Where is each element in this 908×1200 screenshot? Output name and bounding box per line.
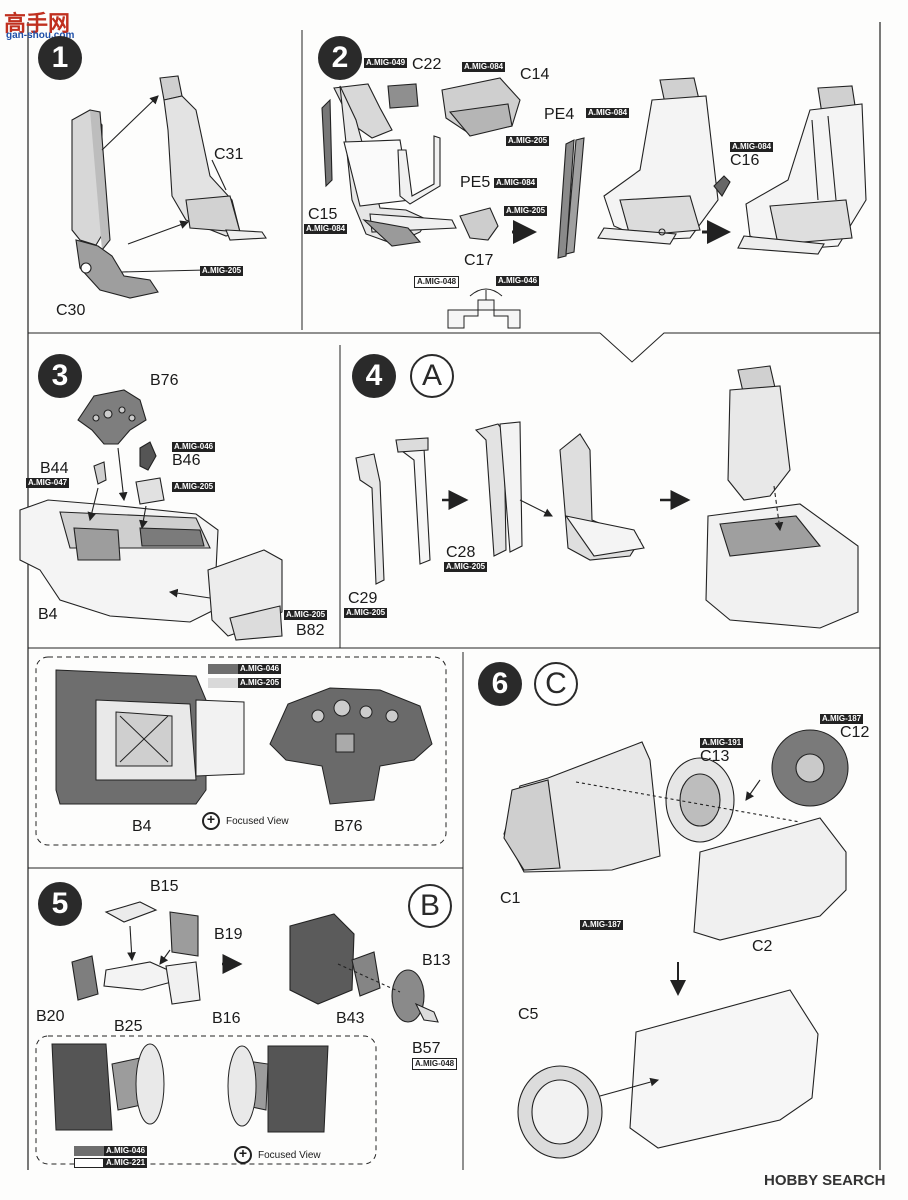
- step6-parts: [503, 729, 849, 1159]
- detail-b76-label: B76: [334, 818, 363, 835]
- part-b44: B44: [40, 460, 69, 477]
- paint-s2-205a: A.MIG-205: [506, 136, 550, 146]
- paint-s2-084d: A.MIG-084: [730, 142, 774, 152]
- watermark-site-url: gan-shou.com: [6, 30, 75, 41]
- step2-seat-c: [737, 85, 867, 255]
- legend-swatch-dark: [208, 664, 238, 674]
- paint-s5-048: A.MIG-048: [412, 1058, 458, 1070]
- watermark-site-cn: 高手网: [4, 11, 71, 36]
- step-badge-3: 3: [38, 354, 82, 398]
- part-c31: C31: [214, 146, 244, 163]
- part-pe4: PE4: [544, 106, 575, 123]
- paint-s1: A.MIG-205: [200, 266, 244, 276]
- detail2-parts: [51, 1043, 329, 1133]
- step-badge-1: 1: [38, 36, 82, 80]
- step-badge-6: 6: [478, 662, 522, 706]
- part-b16: B16: [212, 1010, 241, 1027]
- paint-s4-205a: A.MIG-205: [444, 562, 488, 572]
- part-c22: C22: [412, 56, 442, 73]
- part-c13: C13: [700, 748, 730, 765]
- step5-parts: [71, 901, 439, 1023]
- part-c17: C17: [464, 252, 494, 269]
- paint-s3-047: A.MIG-047: [26, 478, 70, 488]
- step2-c17-detail: [447, 288, 521, 329]
- part-c30: C30: [56, 302, 86, 319]
- part-b4: B4: [38, 606, 58, 623]
- legend-label-1: A.MIG-046: [238, 664, 282, 674]
- magnifier-icon: [202, 811, 220, 830]
- focused-view-label-1: Focused View: [226, 815, 289, 827]
- part-c14: C14: [520, 66, 550, 83]
- paint-s2-084b: A.MIG-084: [586, 108, 630, 118]
- paint-s3-205b: A.MIG-205: [284, 610, 328, 620]
- legend2-label-1: A.MIG-046: [104, 1146, 148, 1156]
- watermark-brand: HOBBY SEARCH: [764, 1172, 886, 1189]
- legend2-swatch-white: [74, 1158, 104, 1168]
- focused-view-2: Focused View: [234, 1145, 321, 1164]
- part-b19: B19: [214, 926, 243, 943]
- divider-notch: [599, 332, 880, 363]
- paint-s6-187b: A.MIG-187: [580, 920, 624, 930]
- legend-swatch-light: [208, 678, 238, 688]
- step3-parts: [19, 389, 283, 641]
- paint-s2-084a: A.MIG-084: [462, 62, 506, 72]
- step2-seat-a: [321, 77, 585, 259]
- part-b82: B82: [296, 622, 325, 639]
- part-c16: C16: [730, 152, 760, 169]
- part-c28: C28: [446, 544, 476, 561]
- part-b13: B13: [422, 952, 451, 969]
- legend2-row-1: A.MIG-046: [74, 1146, 148, 1156]
- subassembly-c: C: [534, 662, 578, 706]
- legend-label-2: A.MIG-205: [238, 678, 282, 688]
- focused-view-1: Focused View: [202, 811, 289, 830]
- step-badge-5: 5: [38, 882, 82, 926]
- part-c2: C2: [752, 938, 773, 955]
- step-badge-4: 4: [352, 354, 396, 398]
- paint-s2-084e: A.MIG-084: [304, 224, 348, 234]
- part-b46: B46: [172, 452, 201, 469]
- paint-s2-048: A.MIG-048: [414, 276, 460, 288]
- detail-box-1: [35, 656, 447, 846]
- part-b15: B15: [150, 878, 179, 895]
- part-c29: C29: [348, 590, 378, 607]
- part-c1: C1: [500, 890, 521, 907]
- paint-s4-205b: A.MIG-205: [344, 608, 388, 618]
- paint-s2-205b: A.MIG-205: [504, 206, 548, 216]
- legend2-row-2: A.MIG-221: [74, 1158, 148, 1168]
- part-b57: B57: [412, 1040, 441, 1057]
- detail1-panel: [269, 687, 433, 805]
- step4-parts: [355, 365, 859, 629]
- paint-s2-084c: A.MIG-084: [494, 178, 538, 188]
- paint-s2-049: A.MIG-049: [364, 58, 408, 68]
- legend-row-2: A.MIG-205: [208, 678, 282, 688]
- part-b76: B76: [150, 372, 179, 389]
- legend-row-1: A.MIG-046: [208, 664, 282, 674]
- legend2-swatch-dark: [74, 1146, 104, 1156]
- part-c5: C5: [518, 1006, 539, 1023]
- part-c12: C12: [840, 724, 870, 741]
- step2-seat-b: [597, 77, 731, 245]
- part-b25: B25: [114, 1018, 143, 1035]
- paint-s6-187a: A.MIG-187: [820, 714, 864, 724]
- part-pe5: PE5: [460, 174, 491, 191]
- detail1-cockpit-tub: [55, 669, 245, 805]
- subassembly-b: B: [408, 884, 452, 928]
- step-badge-2: 2: [318, 36, 362, 80]
- detail-box-2: [35, 1035, 377, 1165]
- part-b20: B20: [36, 1008, 65, 1025]
- subassembly-a: A: [410, 354, 454, 398]
- step1-seat: [71, 75, 267, 299]
- detail-b4-label: B4: [132, 818, 152, 835]
- part-b43: B43: [336, 1010, 365, 1027]
- magnifier-icon: [234, 1145, 252, 1164]
- legend2-label-2: A.MIG-221: [104, 1158, 148, 1168]
- paint-s6-191: A.MIG-191: [700, 738, 744, 748]
- part-c15: C15: [308, 206, 338, 223]
- paint-s3-205a: A.MIG-205: [172, 482, 216, 492]
- paint-s2-046: A.MIG-046: [496, 276, 540, 286]
- focused-view-label-2: Focused View: [258, 1149, 321, 1161]
- paint-s3-046: A.MIG-046: [172, 442, 216, 452]
